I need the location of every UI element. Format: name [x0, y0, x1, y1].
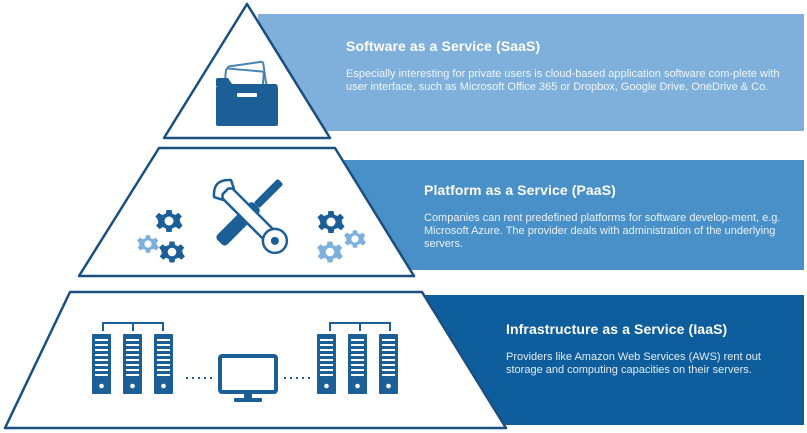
- server-rack-icon: [379, 334, 398, 394]
- server-rack-icon: [92, 334, 111, 394]
- paas-title: Platform as a Service (PaaS): [424, 182, 616, 198]
- wrench-screwdriver-icon: [212, 178, 289, 255]
- server-rack-icon: [317, 334, 336, 394]
- gear-cluster-left: [137, 210, 185, 263]
- saas-title: Software as a Service (SaaS): [346, 38, 541, 54]
- monitor-icon: [218, 354, 278, 402]
- gear-cluster-right: [317, 211, 366, 263]
- paas-description: Companies can rent predefined platforms …: [424, 212, 781, 250]
- server-group-left: [92, 322, 173, 394]
- saas-band: Software as a Service (SaaS) Especially …: [258, 14, 804, 131]
- gear-icon: [317, 211, 345, 233]
- folder-icon: [216, 60, 278, 126]
- gear-icon: [137, 235, 159, 253]
- gear-icon: [155, 210, 183, 232]
- gear-icon: [344, 230, 366, 248]
- gear-icon: [317, 241, 343, 263]
- server-rack-icon: [154, 334, 173, 394]
- iaas-description: Providers like Amazon Web Services (AWS)…: [506, 351, 761, 376]
- saas-description: Especially interesting for private users…: [346, 68, 780, 93]
- server-group-right: [317, 322, 398, 394]
- gear-icon: [159, 241, 185, 263]
- iaas-title: Infrastructure as a Service (IaaS): [506, 321, 728, 337]
- server-rack-icon: [123, 334, 142, 394]
- server-rack-icon: [348, 334, 367, 394]
